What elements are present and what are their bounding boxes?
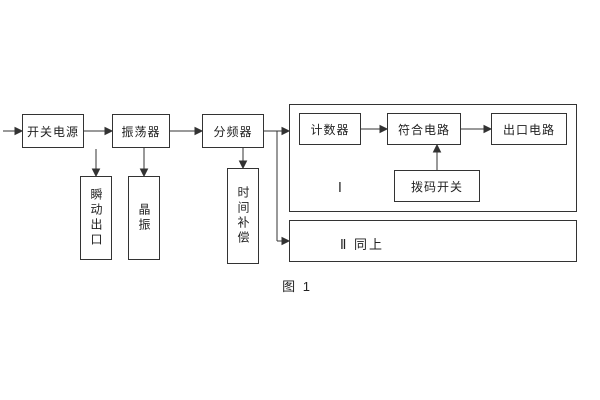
block-dip-switch: 拨码开关 xyxy=(394,170,480,202)
block-time-compensation: 时间补偿 xyxy=(227,168,259,264)
block-counter: 计数器 xyxy=(299,113,361,145)
block-coincidence-circuit: 符合电路 xyxy=(387,113,461,145)
group-1-label: Ⅰ xyxy=(338,180,344,195)
figure-caption: 图 1 xyxy=(282,279,312,294)
instantaneous-outlet-label: 瞬动出口 xyxy=(89,188,103,248)
block-crystal-oscillator: 晶振 xyxy=(128,176,160,260)
block-switch-power: 开关电源 xyxy=(22,114,84,148)
group-2-box xyxy=(289,220,577,262)
group-2-label: Ⅱ 同上 xyxy=(340,237,385,252)
block-outlet-circuit: 出口电路 xyxy=(491,113,567,145)
block-frequency-divider: 分频器 xyxy=(202,114,264,148)
crystal-oscillator-label: 晶振 xyxy=(137,203,151,233)
block-oscillator: 振荡器 xyxy=(112,114,170,148)
time-compensation-label: 时间补偿 xyxy=(236,186,250,246)
block-instantaneous-outlet: 瞬动出口 xyxy=(80,176,112,260)
group-1-box xyxy=(289,104,577,212)
